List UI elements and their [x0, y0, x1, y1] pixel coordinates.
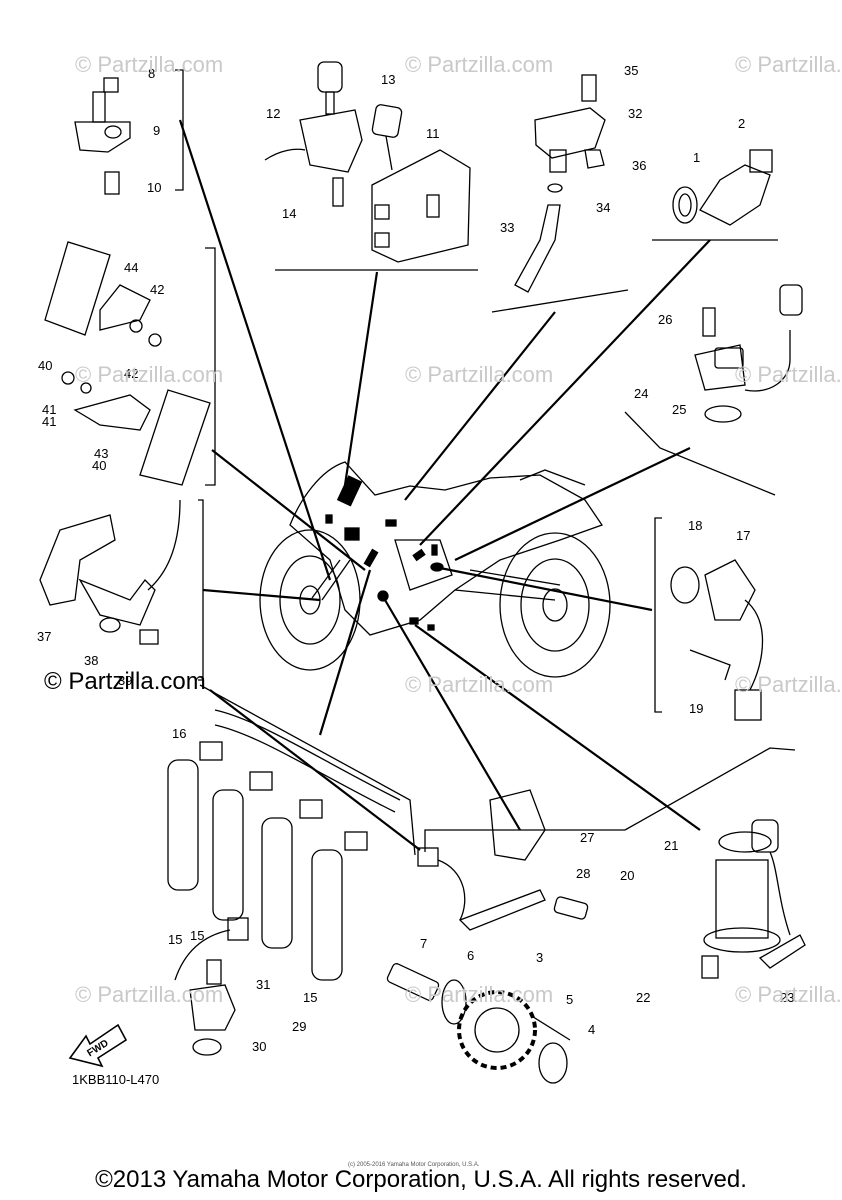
gear-position-switch [670, 559, 764, 721]
callout-15: 15 [168, 932, 182, 947]
callout-30: 30 [252, 1039, 266, 1054]
callout-38: 38 [84, 653, 98, 668]
fine-print: (c) 2005-2016 Yamaha Motor Corporation, … [348, 1162, 480, 1168]
sensor-8-10 [74, 77, 131, 195]
callout-9: 9 [153, 123, 160, 138]
watermark: © Partzilla.com [735, 52, 842, 77]
watermark: © Partzilla.com [735, 982, 842, 1007]
callout-17: 17 [736, 528, 750, 543]
callout-42: 42 [124, 366, 138, 381]
temp-sensor [672, 149, 773, 226]
callout-21: 21 [664, 838, 678, 853]
callout-35: 35 [624, 63, 638, 78]
callout-40: 40 [92, 458, 106, 473]
callout-41: 41 [42, 402, 56, 417]
callout-26: 26 [658, 312, 672, 327]
callout-40: 40 [38, 358, 52, 373]
watermark: © Partzilla.com [75, 362, 224, 387]
leader-lines [178, 119, 711, 851]
main-switch-ecu [264, 61, 471, 263]
cam-sensor [174, 917, 249, 1056]
crank-sensor [694, 284, 803, 423]
copyright-notice: ©2013 Yamaha Motor Corporation, U.S.A. A… [95, 1166, 747, 1193]
callout-8: 8 [148, 66, 155, 81]
callout-7: 7 [420, 936, 427, 951]
callout-5: 5 [566, 992, 573, 1007]
callout-29: 29 [292, 1019, 306, 1034]
callout-14: 14 [282, 206, 296, 221]
callout-24: 24 [634, 386, 648, 401]
callout-32: 32 [628, 106, 642, 121]
callout-4: 4 [588, 1022, 595, 1037]
callout-44: 44 [124, 260, 138, 275]
callout-20: 20 [620, 868, 634, 883]
callout-15: 15 [303, 990, 317, 1005]
callout-12: 12 [266, 106, 280, 121]
watermark: © Partzilla.com [735, 672, 842, 697]
watermark: © Partzilla.com [735, 362, 842, 387]
watermark: © Partzilla.com [405, 362, 554, 387]
callout-22: 22 [636, 990, 650, 1005]
callout-27: 27 [580, 830, 594, 845]
callout-3: 3 [536, 950, 543, 965]
speed-sensor [39, 499, 181, 645]
callout-37: 37 [37, 629, 51, 644]
callout-36: 36 [632, 158, 646, 173]
callout-10: 10 [147, 180, 161, 195]
callout-16: 16 [172, 726, 186, 741]
callout-33: 33 [500, 220, 514, 235]
callout-39: 39 [118, 673, 132, 688]
callout-28: 28 [576, 866, 590, 881]
watermark: © Partzilla.com [405, 52, 554, 77]
sensor-bracket [417, 789, 589, 931]
group-brackets [175, 69, 796, 856]
watermark: © Partzilla.com [75, 52, 224, 77]
watermark: © Partzilla.com [405, 982, 554, 1007]
callout-25: 25 [672, 402, 686, 417]
pressure-sensor [514, 74, 606, 293]
watermark: © Partzilla.com [405, 672, 554, 697]
callout-41: 41 [42, 414, 56, 429]
ignition-coils [167, 709, 401, 981]
callout-43: 43 [94, 446, 108, 461]
callout-2: 2 [738, 116, 745, 131]
starter-gear [386, 963, 571, 1084]
reflectors [44, 241, 211, 486]
fuel-pump [701, 819, 806, 979]
callout-15: 15 [190, 928, 204, 943]
callout-13: 13 [381, 72, 395, 87]
watermark: © Partzilla.com [75, 982, 224, 1007]
callout-11: 11 [426, 126, 440, 141]
callout-1: 1 [693, 150, 700, 165]
callout-23: 23 [780, 990, 794, 1005]
callout-6: 6 [467, 948, 474, 963]
fwd-arrow-icon [68, 1023, 128, 1068]
callout-18: 18 [688, 518, 702, 533]
callout-34: 34 [596, 200, 610, 215]
callout-19: 19 [689, 701, 703, 716]
drawing-code: 1KBB110-L470 [72, 1072, 160, 1087]
callout-42: 42 [150, 282, 164, 297]
main-watermark: © Partzilla.com [44, 668, 206, 695]
motorcycle [259, 461, 611, 678]
callout-31: 31 [256, 977, 270, 992]
